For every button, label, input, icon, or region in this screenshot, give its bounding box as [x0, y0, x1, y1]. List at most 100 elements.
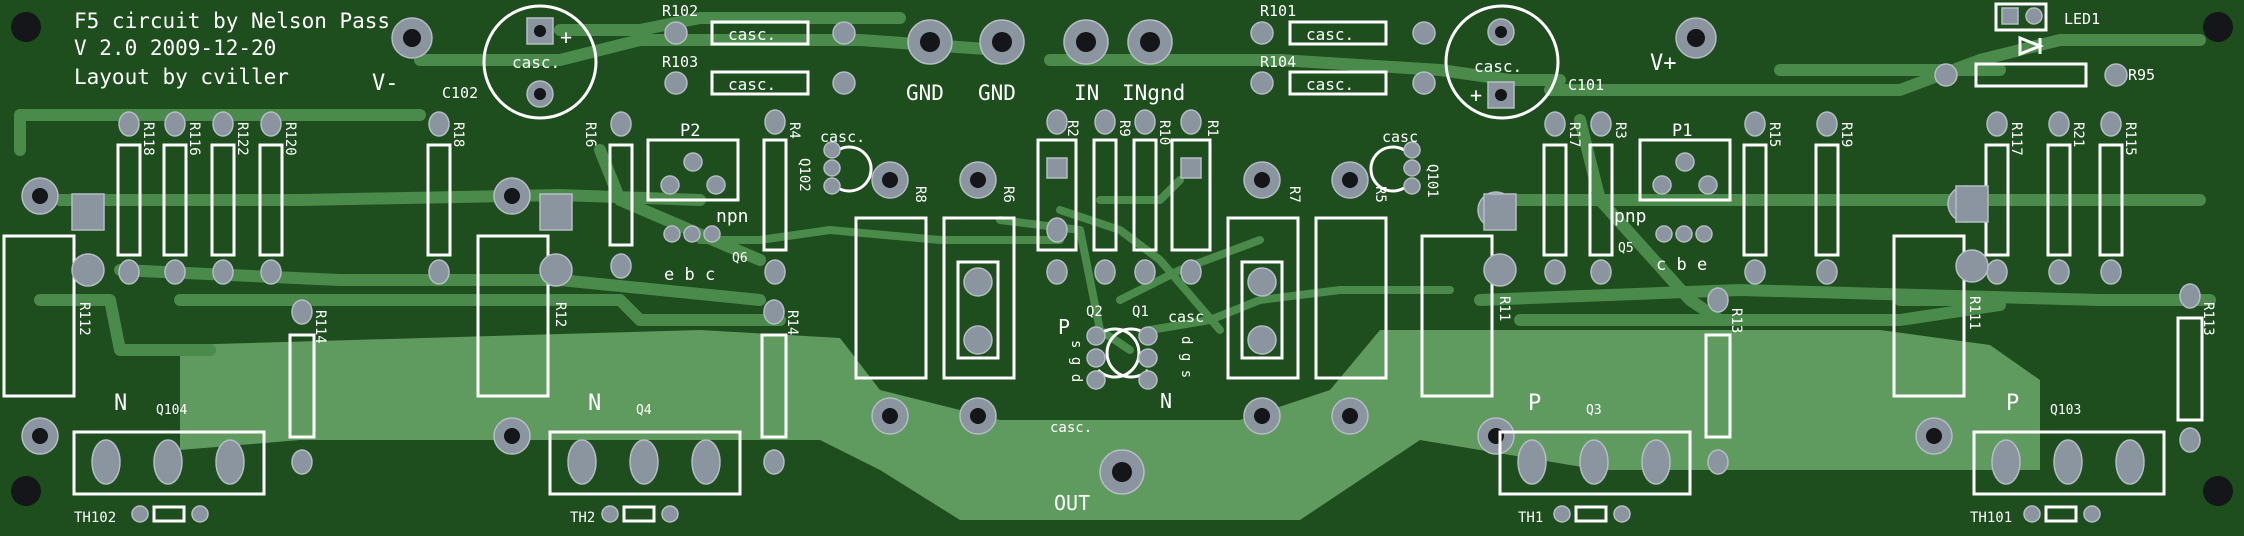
- mosfet-q103: P Q103: [1972, 391, 2166, 496]
- label-r101: R101: [1260, 2, 1296, 20]
- resistor-r103: R103 casc.: [662, 53, 856, 96]
- resistor-r104: R104 casc.: [1250, 53, 1436, 96]
- label-vminus: V-: [372, 71, 399, 96]
- label-p: P: [1528, 391, 1541, 416]
- mounting-hole: [2203, 12, 2233, 42]
- capacitor-c102: + casc. C102: [442, 4, 598, 120]
- resistor-r8: R8: [854, 161, 928, 435]
- label-casc: casc.: [512, 53, 560, 72]
- resistor-r7: R7: [1226, 161, 1302, 435]
- resistor-r2: R2: [1036, 109, 1080, 285]
- label-r17: R17: [1566, 122, 1582, 147]
- resistor-r112: R112: [2, 177, 92, 455]
- label-r116: R116: [186, 122, 202, 156]
- label-r114: R114: [312, 310, 328, 344]
- resistor-r13: R13: [1704, 287, 1744, 475]
- label-cbe: c b e: [1656, 255, 1707, 275]
- resistor-r12: R12: [476, 177, 568, 455]
- label-r103: R103: [662, 53, 698, 71]
- label-c101: C101: [1568, 76, 1604, 94]
- label-r6: R6: [1000, 186, 1016, 203]
- mosfet-q3: P Q3: [1498, 391, 1692, 496]
- label-c102: C102: [442, 84, 478, 102]
- label-led1: LED1: [2064, 10, 2100, 28]
- mounting-hole: [11, 476, 41, 506]
- resistor-r95: R95: [1934, 62, 2155, 88]
- label-r12: R12: [552, 302, 568, 327]
- resistor-r122: R122: [210, 111, 250, 285]
- label-casc: casc.: [1306, 75, 1354, 94]
- transistor-q1: Q1 casc N d g s: [1105, 304, 1204, 413]
- label-npn: npn: [716, 206, 749, 227]
- resistor-r15: R15: [1742, 111, 1782, 285]
- resistor-r102: R102 casc.: [662, 2, 856, 46]
- label-q104: Q104: [156, 403, 187, 418]
- label-r102: R102: [662, 2, 698, 20]
- resistor-r10: R10: [1132, 109, 1172, 285]
- label-casc: casc.: [1474, 57, 1522, 76]
- label-r122: R122: [234, 122, 250, 156]
- label-th2: TH2: [570, 510, 595, 526]
- resistor-r118: R118: [116, 111, 156, 285]
- thermistor-th2: TH2: [570, 505, 679, 526]
- label-q3: Q3: [1586, 403, 1602, 418]
- label-th102: TH102: [74, 510, 116, 526]
- extra-pads: [71, 185, 1989, 287]
- label-r2: R2: [1064, 120, 1080, 137]
- resistor-r9: R9: [1092, 109, 1132, 285]
- resistor-r19: R19: [1814, 111, 1854, 285]
- label-r19: R19: [1838, 122, 1854, 147]
- label-sgd: s g d: [1068, 340, 1084, 382]
- polarity-plus: +: [1470, 83, 1482, 107]
- mounting-hole: [2203, 476, 2233, 506]
- label-casc: casc.: [728, 75, 776, 94]
- label-casc: casc.: [1050, 420, 1092, 436]
- thermistor-th102: TH102: [74, 505, 209, 526]
- title-line-2: V 2.0 2009-12-20: [74, 36, 276, 60]
- label-n: N: [588, 391, 601, 416]
- transistor-q2: Q2 P s g d: [1058, 304, 1141, 390]
- resistor-r114: R114: [288, 299, 328, 475]
- label-r1: R1: [1204, 120, 1220, 137]
- label-q5: Q5: [1618, 241, 1634, 256]
- trimmer-p1: P1 pnp c b e Q5: [1614, 121, 1732, 275]
- label-r111: R111: [1966, 296, 1982, 330]
- power-terminal-vminus: V-: [372, 17, 433, 96]
- label-r15: R15: [1766, 122, 1782, 147]
- mosfet-q4: N Q4: [548, 391, 742, 496]
- transistor-q101: casc Q101: [1369, 128, 1440, 198]
- label-r120: R120: [282, 122, 298, 156]
- label-q6: Q6: [732, 251, 748, 266]
- thermistor-th1: TH1: [1518, 505, 1631, 526]
- label-r104: R104: [1260, 53, 1296, 71]
- led-led1: LED1: [1994, 2, 2100, 57]
- mounting-hole: [11, 12, 41, 42]
- resistor-r18: R18: [426, 111, 466, 285]
- resistor-r1: R1: [1170, 109, 1220, 285]
- label-r8: R8: [912, 186, 928, 203]
- label-q103: Q103: [2050, 403, 2081, 418]
- thermistor-th101: TH101: [1970, 505, 2101, 526]
- label-th101: TH101: [1970, 510, 2012, 526]
- label-r113: R113: [2200, 302, 2216, 336]
- board-title: F5 circuit by Nelson Pass V 2.0 2009-12-…: [74, 9, 390, 89]
- polarity-plus: +: [560, 25, 572, 49]
- label-r4: R4: [786, 122, 802, 139]
- label-casc: casc: [1382, 128, 1418, 146]
- label-r13: R13: [1728, 308, 1744, 333]
- power-terminal-vplus: V+: [1650, 17, 1717, 76]
- label-n: N: [114, 391, 127, 416]
- label-casc: casc.: [728, 25, 776, 44]
- label-n: N: [1160, 389, 1172, 413]
- resistor-r14: R14: [760, 299, 800, 475]
- resistor-r120: R120: [258, 111, 298, 285]
- label-p: P: [2006, 391, 2019, 416]
- label-dgs: d g s: [1178, 336, 1194, 378]
- label-p2: P2: [680, 121, 700, 141]
- label-casc: casc: [1168, 308, 1204, 326]
- resistor-r21: R21: [2046, 111, 2086, 285]
- label-r18: R18: [450, 122, 466, 147]
- label-q1: Q1: [1132, 304, 1149, 320]
